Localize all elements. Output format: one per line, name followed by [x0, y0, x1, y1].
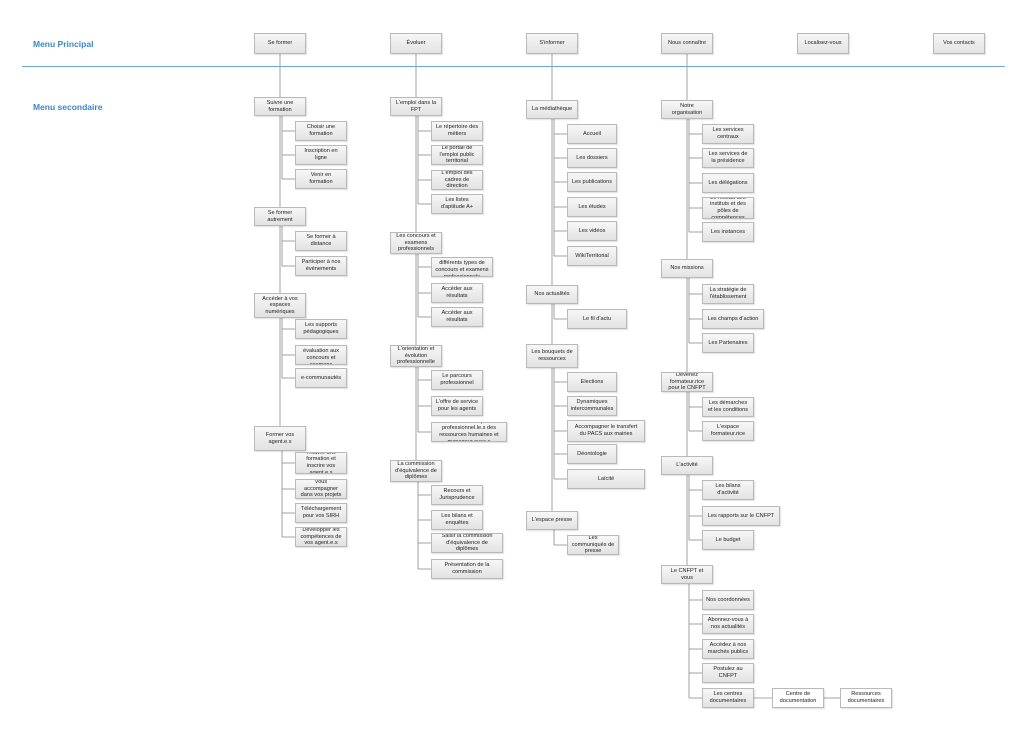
menu-item-box[interactable]: Accéder aux résultats — [431, 283, 483, 303]
menu-item-box[interactable]: L'emploi des cadres de direction — [431, 170, 483, 190]
menu-item-box[interactable]: Les vidéos — [567, 221, 617, 241]
menu-item-box[interactable]: Développer les compétences de vos agent.… — [295, 527, 347, 547]
menu-item-box[interactable]: Découvrir les différents types de concou… — [431, 257, 493, 277]
section-box[interactable]: Devenez formateur.rice pour le CNFPT — [661, 372, 713, 392]
menu-item-box[interactable]: Les bilans et enquêtes — [431, 510, 483, 530]
menu-item-box[interactable]: WikiTerritorial — [567, 246, 617, 266]
section-box[interactable]: Suivre une formation — [254, 97, 306, 116]
menu-item-box[interactable]: L'offre de service pour les professionne… — [431, 422, 507, 442]
separator-line — [22, 66, 1005, 67]
menu-item-box[interactable]: Les instances — [702, 222, 754, 242]
menu-item-box[interactable]: e-communautés — [295, 368, 347, 388]
menu-item-box[interactable]: Les bilans d'activité — [702, 480, 754, 500]
section-box[interactable]: La commission d'équivalence de diplômes — [390, 460, 442, 482]
menu-item-box[interactable]: La stratégie de l'établissement — [702, 284, 754, 304]
menu-item-box[interactable]: Le budget — [702, 530, 754, 550]
menu-item-box[interactable]: Accéder aux résultats — [431, 307, 483, 327]
menu-item-box[interactable]: Les supports pédagogiques — [295, 319, 347, 339]
top-menu-item[interactable]: Se former — [254, 33, 306, 54]
menu-item-box[interactable]: Accompagner le transfert du PACS aux mai… — [567, 420, 645, 442]
menu-item-box[interactable]: Elections — [567, 372, 617, 392]
menu-item-box[interactable]: Les champs d'action — [702, 309, 764, 329]
menu-item-box[interactable]: Les listes d'aptitude A+ — [431, 194, 483, 214]
section-box[interactable]: Notre organisation — [661, 100, 713, 119]
menu-item-box[interactable]: Les services centraux — [702, 124, 754, 144]
menu-item-box[interactable]: Les communiqués de presse — [567, 535, 619, 555]
section-box[interactable]: Se former autrement — [254, 207, 306, 226]
menu-item-box[interactable]: Saisir la commission d'équivalence de di… — [431, 533, 503, 553]
menu-item-box[interactable]: Laïcité — [567, 469, 645, 489]
menu-item-box[interactable]: Vous accompagner dans vos projets — [295, 479, 347, 499]
ressources-documentaires-box[interactable]: Ressources documentaires — [840, 688, 892, 708]
menu-item-box[interactable]: Les rapports sur le CNFPT — [702, 506, 780, 526]
menu-item-box[interactable]: L'espace formateur.rice — [702, 421, 754, 441]
menu-item-box[interactable]: Tests d'auto-évaluation aux concours et … — [295, 345, 347, 365]
centre-documentation-box[interactable]: Centre de documentation — [772, 688, 824, 708]
menu-item-box[interactable]: L'offre de service pour les agents — [431, 396, 483, 416]
section-box[interactable]: Le CNFPT et vous — [661, 565, 713, 584]
menu-item-box[interactable]: Déontologie — [567, 444, 617, 464]
menu-item-box[interactable]: Recours et Jurisprudence — [431, 485, 483, 505]
menu-secondaire-label: Menu secondaire — [33, 102, 103, 112]
menu-item-box[interactable]: Le répertoire des métiers — [431, 121, 483, 141]
menu-item-box[interactable]: Abonnez-vous à nos actualités — [702, 614, 754, 634]
menu-item-box[interactable]: Les publications — [567, 172, 617, 192]
section-box[interactable]: La médiathèque — [526, 100, 578, 119]
menu-item-box[interactable]: Le parcours professionnel — [431, 370, 483, 390]
menu-item-box[interactable]: Participer à nos événements — [295, 256, 347, 276]
section-box[interactable]: Les concours et examens professionnels — [390, 232, 442, 254]
menu-item-box[interactable]: Les démarches et les conditions — [702, 397, 754, 417]
menu-item-box[interactable]: Choisir une formation — [295, 121, 347, 141]
section-box[interactable]: Nos actualités — [526, 285, 578, 304]
top-menu-item[interactable]: Vos contacts — [933, 33, 985, 54]
menu-principal-label: Menu Principal — [33, 39, 94, 49]
menu-item-box[interactable]: Téléchargement pour vos SIRH — [295, 503, 347, 523]
menu-item-box[interactable]: Inscription en ligne — [295, 145, 347, 165]
menu-item-box[interactable]: Accédez à nos marchés publics — [702, 639, 754, 659]
top-menu-item[interactable]: Nous connaître — [661, 33, 713, 54]
menu-item-box[interactable]: Présentation de la commission — [431, 559, 503, 579]
menu-item-box[interactable]: Dynamiques intercommunales — [567, 396, 617, 416]
section-box[interactable]: L'espace presse — [526, 511, 578, 530]
menu-item-box[interactable]: Les études — [567, 197, 617, 217]
menu-item-box[interactable]: Trouver une formation et inscrire vos ag… — [295, 452, 347, 474]
top-menu-item[interactable]: S'informer — [526, 33, 578, 54]
section-box[interactable]: Les bouquets de ressources — [526, 344, 578, 368]
menu-item-box[interactable]: Les délégations — [702, 173, 754, 193]
menu-item-box[interactable]: Venir en formation — [295, 169, 347, 189]
menu-item-box[interactable]: Les dossiers — [567, 148, 617, 168]
menu-item-box[interactable]: Se former à distance — [295, 231, 347, 251]
section-box[interactable]: L'activité — [661, 456, 713, 475]
section-box[interactable]: Former vos agent.e.s — [254, 426, 306, 451]
section-box[interactable]: Accéder à vos espaces numériques — [254, 293, 306, 318]
section-box[interactable]: Nos missions — [661, 259, 713, 278]
menu-item-box[interactable]: Postulez au CNFPT — [702, 663, 754, 683]
top-menu-item[interactable]: Évoluer — [390, 33, 442, 54]
menu-item-box[interactable]: Le réseau des instituts et des pôles de … — [702, 197, 754, 219]
menu-item-box[interactable]: Les Partenaires — [702, 333, 754, 353]
section-box[interactable]: L'orientation et évolution professionnel… — [390, 345, 442, 367]
top-menu-item[interactable]: Localisez-vous — [797, 33, 849, 54]
menu-item-box[interactable]: Le portail de l'emploi public territoria… — [431, 145, 483, 165]
menu-item-box[interactable]: Les services de la présidence — [702, 148, 754, 168]
menu-item-box[interactable]: Les centres documentaires — [702, 688, 754, 708]
menu-item-box[interactable]: Le fil d'actu — [567, 309, 627, 329]
menu-item-box[interactable]: Nos coordonnées — [702, 590, 754, 610]
section-box[interactable]: L'emploi dans la FPT — [390, 97, 442, 116]
menu-item-box[interactable]: Accueil — [567, 124, 617, 144]
